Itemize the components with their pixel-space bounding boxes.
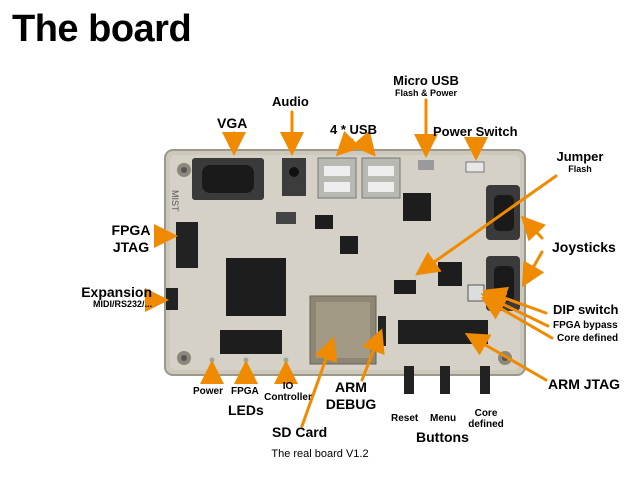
- label-btn-core-line1: Core: [474, 408, 498, 419]
- label-led-io-line1: IO: [282, 381, 294, 392]
- label-arm-jtag: ARM JTAG: [548, 376, 621, 392]
- label-core-defined-dip: Core defined: [557, 333, 619, 344]
- label-vga: VGA: [217, 115, 248, 131]
- label-fpga-jtag: FPGA JTAG: [104, 222, 158, 256]
- arrow-joystick-bottom: [522, 250, 545, 288]
- arrow-usb-right: [351, 130, 376, 157]
- arrow-arm-debug: [360, 328, 385, 382]
- chip: [315, 215, 333, 229]
- chip: [394, 280, 416, 294]
- label-fpga-jtag-line1: FPGA: [111, 222, 151, 238]
- expansion-header: [166, 288, 178, 310]
- button-reset: [404, 366, 414, 394]
- dip-switch-block: [467, 284, 485, 302]
- chip: [276, 212, 296, 224]
- label-expansion-title: Expansion: [81, 284, 152, 300]
- arm-controller: [403, 193, 431, 221]
- label-dip-switch: DIP switch: [553, 302, 619, 317]
- label-leds: LEDs: [228, 402, 264, 418]
- label-btn-reset: Reset: [391, 413, 419, 424]
- button-core: [480, 366, 490, 394]
- label-micro-usb-title: Micro USB: [393, 73, 459, 88]
- label-led-io: IO Controller: [262, 381, 314, 403]
- arrow-core-defined: [480, 297, 554, 340]
- chip: [438, 262, 462, 286]
- label-btn-menu: Menu: [430, 413, 457, 424]
- led-fpga: [243, 357, 249, 363]
- label-expansion-sub: MIDI/RS232/...: [92, 299, 152, 309]
- arm-debug-header: [378, 316, 386, 346]
- caption: The real board V1.2: [271, 448, 369, 460]
- label-audio: Audio: [272, 94, 309, 109]
- power-switch: [465, 161, 485, 173]
- arrow-jumper: [415, 174, 558, 276]
- page-title: The board: [12, 8, 192, 50]
- fpga-chip: [226, 258, 286, 316]
- arrow-joystick-top: [520, 215, 547, 242]
- label-buttons: Buttons: [416, 429, 469, 445]
- label-jumper-sub: Flash: [568, 164, 592, 174]
- board-photo: MIST: [164, 149, 526, 394]
- label-led-io-line2: Controller: [264, 392, 312, 403]
- label-sd-card: SD Card: [272, 424, 328, 440]
- label-arm-debug-line2: DEBUG: [325, 396, 377, 412]
- board-silkscreen: MIST: [170, 190, 180, 212]
- ram-chip: [220, 330, 282, 354]
- arrow-arm-jtag: [464, 332, 548, 382]
- arm-jtag-header: [398, 320, 488, 344]
- micro-usb-port: [418, 160, 434, 170]
- chip: [340, 236, 358, 254]
- arrows: [145, 98, 558, 428]
- led-io: [283, 357, 289, 363]
- label-expansion: Expansion MIDI/RS232/...: [70, 285, 152, 309]
- button-menu: [440, 366, 450, 394]
- label-4-usb: 4 * USB: [330, 122, 377, 137]
- label-micro-usb: Micro USB Flash & Power: [386, 73, 466, 99]
- label-joysticks: Joysticks: [552, 239, 616, 255]
- label-fpga-jtag-line2: JTAG: [112, 239, 150, 255]
- fpga-jtag-header: [176, 222, 198, 268]
- arrow-usb-left: [335, 130, 362, 157]
- label-led-power: Power: [193, 386, 224, 397]
- label-power-switch: Power Switch: [433, 124, 518, 139]
- label-micro-usb-sub: Flash & Power: [394, 88, 457, 98]
- label-btn-core: Core defined: [466, 408, 506, 430]
- label-btn-core-line2: defined: [468, 419, 504, 430]
- label-fpga-bypass: FPGA bypass: [553, 320, 618, 331]
- arrow-sd-card: [300, 336, 338, 428]
- label-arm-debug-line1: ARM: [335, 379, 367, 395]
- label-arm-debug: ARM DEBUG: [316, 379, 386, 413]
- label-jumper-title: Jumper: [556, 149, 604, 164]
- label-led-fpga: FPGA: [231, 386, 259, 397]
- led-power: [209, 357, 215, 363]
- label-jumper: Jumper Flash: [550, 149, 610, 175]
